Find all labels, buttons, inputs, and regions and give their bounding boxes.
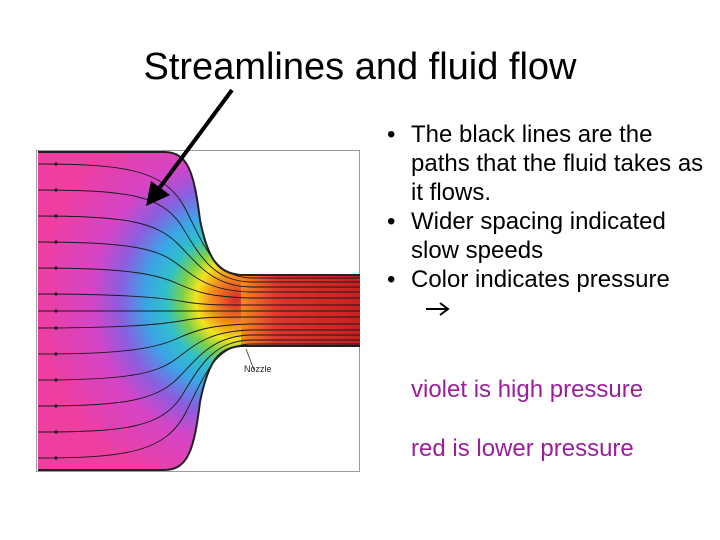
slide-title: Streamlines and fluid flow [143,46,577,88]
streamline-figure: Nozzle [36,150,360,472]
red-pressure-note: red is lower pressure [411,435,634,462]
nozzle-label: Nozzle [244,364,272,374]
bullet-item: • Wider spacing indicated slow speeds [380,207,710,265]
bullet-item: • Color indicates pressure [380,265,710,324]
bullet-dot: • [387,208,396,235]
bullet-item: • The black lines are the paths that the… [380,120,710,207]
bullet-dot: • [387,121,396,148]
right-arrow-icon [425,295,451,324]
bullet-text: Wider spacing indicated slow speeds [411,208,666,264]
streamline-diagram: Nozzle [36,150,360,472]
violet-pressure-note: violet is high pressure [411,376,644,403]
bullet-dot: • [387,266,396,293]
bullet-list: • The black lines are the paths that the… [380,120,710,324]
bullet-text: The black lines are the paths that the f… [411,121,704,206]
bullet-text: Color indicates pressure [411,266,670,293]
